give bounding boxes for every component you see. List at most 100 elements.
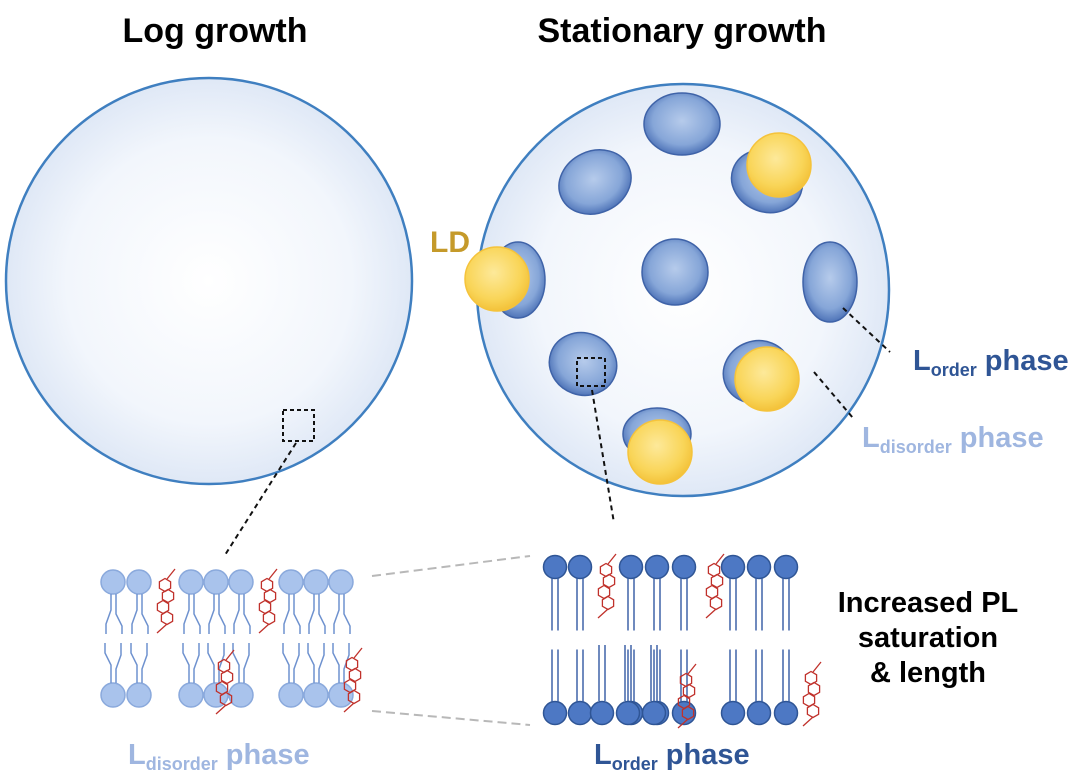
lipid-droplet — [734, 346, 800, 412]
ldisorder-leader-line — [813, 371, 854, 419]
lipid-droplet — [746, 132, 812, 198]
lipid-head — [746, 554, 772, 580]
lipid-tail — [343, 594, 351, 634]
lipid-head — [671, 700, 697, 726]
phospholipid-icon — [228, 569, 254, 634]
sterol-ring — [806, 703, 820, 719]
lorder-phase-label-bottom: Lorder phase — [594, 739, 750, 774]
lipid-tail — [332, 643, 340, 683]
stationary-zoom-box — [576, 357, 606, 387]
sterol-chain — [705, 608, 717, 619]
lipid-head — [542, 700, 568, 726]
lipid-tail — [193, 643, 200, 683]
lipid-head — [746, 700, 772, 726]
lipid-head — [720, 700, 746, 726]
ldisorder-phase-label-right: Ldisorder phase — [862, 422, 1044, 457]
phospholipid-icon — [567, 649, 593, 726]
lipid-head — [100, 569, 126, 595]
sterol-molecule-icon — [677, 663, 697, 729]
log-growth-cell — [4, 76, 414, 486]
sterol-ring — [682, 683, 696, 699]
lorder-domain — [802, 241, 858, 323]
lipid-head — [618, 554, 644, 580]
phospholipid-icon — [328, 569, 354, 634]
sterol-molecule-icon — [597, 553, 617, 619]
sterol-chain — [597, 608, 609, 619]
phospholipid-icon — [641, 645, 667, 726]
sterol-chain — [343, 702, 355, 713]
phospholipid-icon — [720, 554, 746, 631]
lipid-head — [641, 700, 667, 726]
lipid-tail — [233, 594, 240, 634]
sterol-molecule-icon — [156, 568, 176, 634]
sterol-ring — [262, 610, 276, 626]
lipid-tail — [293, 643, 300, 683]
phospholipid-icon — [203, 643, 229, 708]
lipid-head — [100, 682, 126, 708]
lipid-tail — [333, 594, 340, 634]
sterol-ring — [709, 595, 723, 611]
increase-line-3: & length — [870, 657, 986, 689]
phospholipid-icon — [671, 554, 697, 631]
sterol-ring — [161, 588, 175, 604]
lipid-head — [615, 700, 641, 726]
lipid-tail — [243, 643, 250, 683]
phospholipid-icon — [100, 643, 126, 708]
bilayer-link-bottom — [371, 710, 531, 726]
lipid-head — [303, 569, 329, 595]
lipid-head — [720, 554, 746, 580]
lipid-head — [178, 569, 204, 595]
sterol-tail — [225, 649, 235, 661]
lipid-head — [126, 682, 152, 708]
lipid-tail — [193, 594, 201, 634]
disordered-bilayer — [100, 568, 363, 715]
sterol-ring — [710, 573, 724, 589]
title-stationary-growth: Stationary growth — [537, 12, 826, 50]
phospholipid-icon — [178, 643, 204, 708]
lipid-droplet — [627, 419, 693, 485]
lipid-tail — [308, 594, 315, 634]
lipid-tail — [282, 643, 290, 683]
lorder-phase-label-right: Lorder phase — [913, 345, 1069, 380]
lipid-head — [178, 682, 204, 708]
lipid-droplets — [464, 132, 812, 485]
lipid-head — [773, 700, 799, 726]
sterol-tail — [687, 663, 697, 675]
sterol-chain — [802, 716, 814, 727]
phospholipid-icon — [328, 643, 354, 708]
phospholipid-icon — [542, 554, 568, 631]
lipid-droplet — [464, 246, 530, 312]
sterol-chain — [677, 718, 689, 729]
title-log-growth: Log growth — [122, 12, 307, 50]
phospholipid-icon — [615, 645, 641, 726]
sterol-ring — [602, 573, 616, 589]
lipid-head — [126, 569, 152, 595]
phospholipid-icon — [589, 645, 615, 726]
lipid-head — [542, 554, 568, 580]
lipid-tail — [218, 594, 226, 634]
phospholipid-icon — [178, 569, 204, 634]
sterol-ring — [220, 669, 234, 685]
log-zoom-box — [282, 409, 315, 442]
phospholipid-icon — [228, 643, 254, 708]
ldisorder-phase-label-bottom: Ldisorder phase — [128, 739, 310, 774]
lipid-head — [303, 682, 329, 708]
sterol-tail — [812, 661, 822, 673]
lorder-domain — [548, 331, 618, 397]
lipid-tail — [307, 643, 315, 683]
lipid-head — [671, 554, 697, 580]
lipid-head — [328, 569, 354, 595]
sterol-tail — [353, 647, 363, 659]
sterol-molecule-icon — [802, 661, 822, 727]
lipid-tail — [283, 594, 290, 634]
lipid-tail — [115, 643, 122, 683]
lipid-tail — [130, 643, 138, 683]
lorder-domain — [558, 149, 632, 215]
lipid-head — [203, 569, 229, 595]
sterol-ring — [263, 588, 277, 604]
sterol-tail — [268, 568, 278, 580]
phospholipid-icon — [746, 649, 772, 726]
increase-line-2: saturation — [858, 622, 998, 654]
lipid-head — [328, 682, 354, 708]
phospholipid-icon — [618, 554, 644, 631]
